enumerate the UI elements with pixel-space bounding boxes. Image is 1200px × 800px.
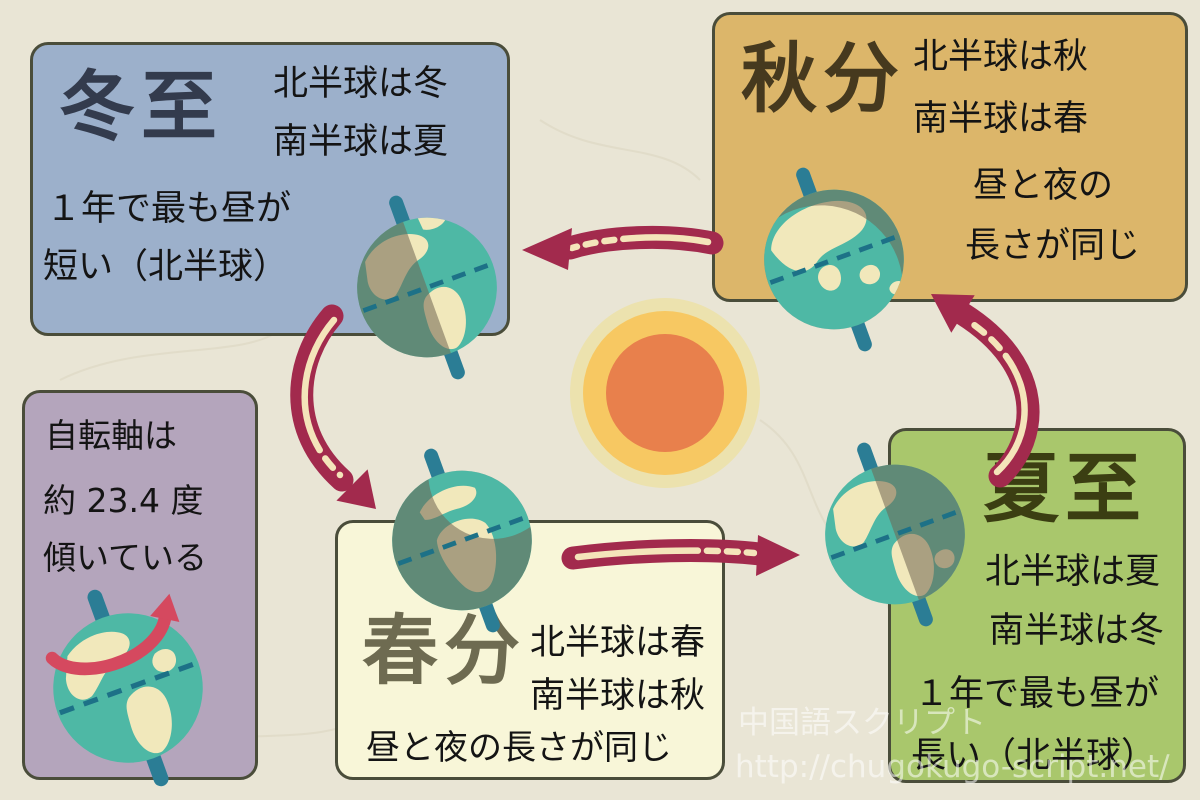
watermark-site-name: 中国語スクリプト	[738, 705, 986, 741]
axis-tilt-line2: 約 23.4 度	[43, 481, 204, 520]
summer-north-text: 北半球は夏	[985, 552, 1161, 592]
autumn-note-line1: 昼と夜の	[973, 166, 1114, 206]
winter-note-line2: 短い（北半球）	[43, 247, 289, 287]
earth-spring-icon	[392, 448, 548, 633]
earth-axis-tilt-icon	[45, 589, 203, 787]
axis-tilt-line1: 自転軸は	[45, 416, 177, 455]
watermark-url: http://chugokugo-script.net/	[735, 749, 1170, 785]
spring-north-text: 北半球は春	[530, 623, 706, 663]
winter-note-line1: １年で最も昼が	[46, 189, 292, 229]
autumn-title: 秋分	[741, 34, 905, 123]
earth-autumn-icon	[748, 167, 905, 352]
earth-summer-icon	[825, 442, 981, 627]
summer-note-line2: 長い（北半球）	[911, 736, 1157, 776]
spring-note: 昼と夜の長さが同じ	[366, 728, 672, 768]
sun-icon	[606, 334, 724, 452]
earth-winter-icon	[341, 195, 497, 380]
arrow-summer-to-autumn-icon	[931, 294, 1040, 488]
rotation-arrow-head	[150, 593, 180, 622]
summer-note-line1: １年で最も昼が	[914, 674, 1160, 714]
arrow-autumn-to-winter-icon	[522, 225, 724, 270]
autumn-north-text: 北半球は秋	[913, 37, 1089, 77]
winter-title: 冬至	[59, 62, 223, 151]
winter-south-text: 南半球は夏	[273, 122, 449, 162]
axis-tilt-line3: 傾いている	[43, 538, 208, 577]
summer-south-text: 南半球は冬	[989, 611, 1165, 651]
rotation-arrow-icon	[45, 612, 172, 676]
arrow-spring-to-summer-icon	[561, 535, 800, 576]
autumn-note-line2: 長さが同じ	[965, 226, 1141, 266]
autumn-south-text: 南半球は春	[913, 99, 1089, 139]
winter-north-text: 北半球は冬	[273, 64, 449, 104]
arrow-winter-to-spring-icon	[290, 304, 376, 509]
spring-south-text: 南半球は秋	[530, 676, 706, 716]
